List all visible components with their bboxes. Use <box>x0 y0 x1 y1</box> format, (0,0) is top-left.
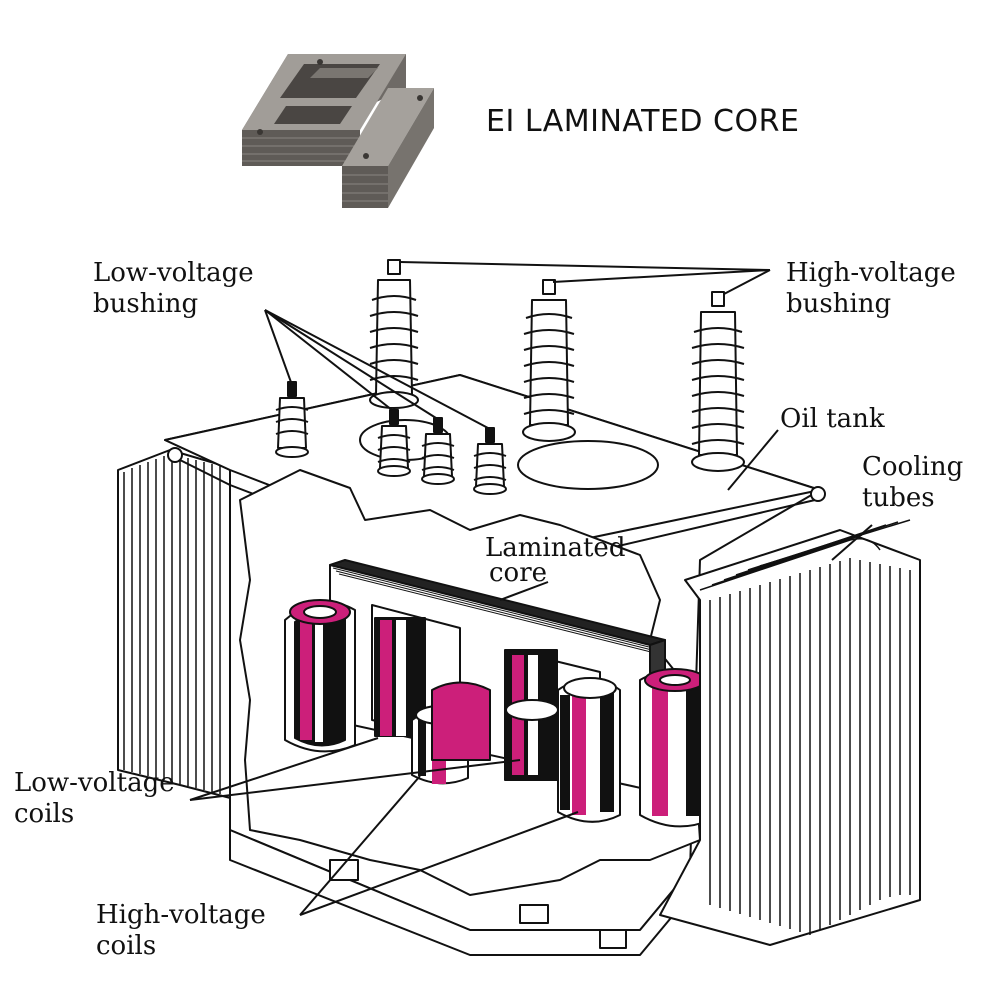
left-cooling-tubes <box>117 449 239 801</box>
low-voltage-bushings <box>275 381 507 495</box>
right-cooling-tubes <box>659 519 921 946</box>
high-voltage-bushings <box>369 259 745 472</box>
leader-lines <box>189 261 873 916</box>
label-line: Cooling <box>862 452 964 482</box>
label-line: High-voltage <box>786 258 956 288</box>
label-line: Low-voltage <box>14 768 175 798</box>
label-line: core <box>489 558 548 588</box>
label-high-voltage-bushing: High-voltage bushing <box>786 258 956 320</box>
label-line: Oil tank <box>780 404 885 434</box>
label-laminated-core: Laminated core <box>485 533 625 589</box>
label-line: bushing <box>93 289 199 319</box>
label-line: tubes <box>862 483 935 513</box>
label-high-voltage-coils: High-voltage coils <box>96 900 266 962</box>
label-cooling-tubes: Cooling tubes <box>862 452 963 514</box>
coils <box>284 599 711 828</box>
label-line: High-voltage <box>96 900 266 930</box>
label-line: coils <box>96 931 157 961</box>
label-line: coils <box>14 799 75 829</box>
core-title: EI LAMINATED CORE <box>486 104 800 139</box>
label-low-voltage-bushing: Low-voltage bushing <box>93 258 254 320</box>
label-line: Laminated <box>485 533 626 563</box>
label-line: Low-voltage <box>93 258 254 288</box>
label-oil-tank: Oil tank <box>780 404 885 435</box>
ei-laminated-core-icon <box>242 54 434 208</box>
label-line: bushing <box>786 289 892 319</box>
label-low-voltage-coils: Low-voltage coils <box>14 768 175 830</box>
